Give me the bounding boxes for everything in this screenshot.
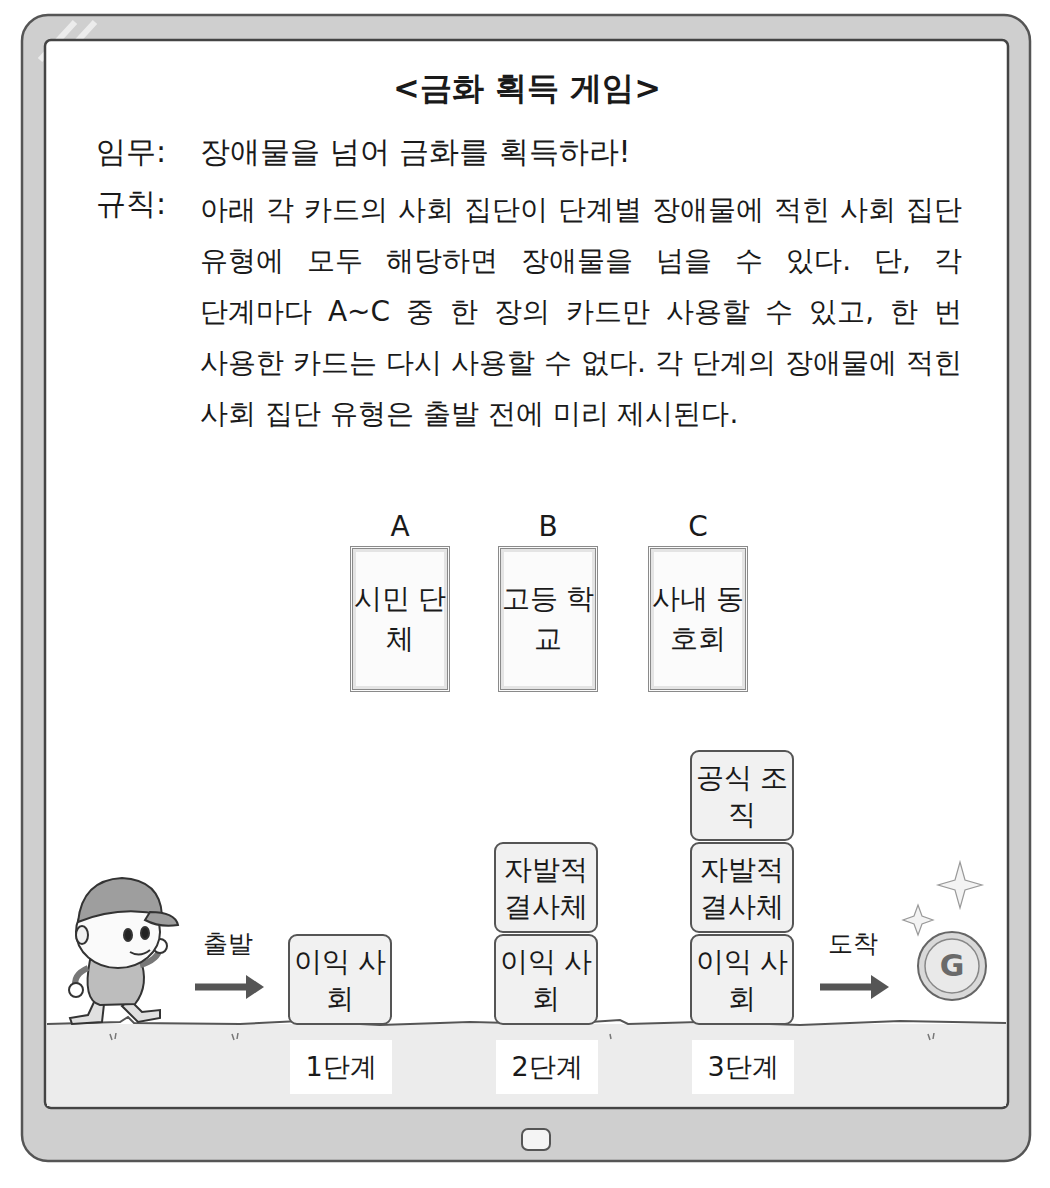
screen-panel (45, 40, 1008, 1108)
obstacle-block: 자발적 결사체 (690, 842, 794, 933)
sparkle (903, 905, 933, 935)
tablet-frame (22, 15, 1030, 1161)
card-group-name: 고등 학교 (501, 579, 595, 659)
group-card: B 고등 학교 (498, 510, 598, 692)
grass-tufts (110, 1033, 934, 1040)
card-letter: C (648, 510, 748, 546)
gold-coin (918, 932, 986, 1000)
mission-heading: 임무: (96, 132, 196, 172)
group-card: C 사내 동호회 (648, 510, 748, 692)
stage-label: 2단계 (496, 1040, 598, 1094)
arrival-arrow (820, 984, 873, 991)
stage-label: 1단계 (290, 1040, 392, 1094)
obstacle-label: 이익 사회 (692, 943, 792, 1017)
obstacle-label: 이익 사회 (496, 943, 596, 1017)
card-group-name: 사내 동호회 (651, 579, 745, 659)
arrival-label: 도착 (821, 928, 885, 960)
start-label: 출발 (196, 928, 260, 960)
mission-text: 장애물을 넘어 금화를 획득하라! (200, 132, 990, 172)
card-letter: A (350, 510, 450, 546)
group-card: A 시민 단체 (350, 510, 450, 692)
obstacle-block: 이익 사회 (288, 934, 392, 1025)
obstacle-block: 이익 사회 (690, 934, 794, 1025)
rule-text: 아래 각 카드의 사회 집단이 단계별 장애물에 적힌 사회 집단 유형에 모두… (200, 184, 962, 439)
running-character (69, 878, 178, 1024)
start-arrow-head (246, 975, 264, 999)
start-arrow (195, 984, 248, 991)
obstacle-label: 자발적 결사체 (692, 851, 792, 925)
card-frame: 사내 동호회 (648, 546, 748, 692)
obstacle-label: 이익 사회 (290, 943, 390, 1017)
stage-label: 3단계 (692, 1040, 794, 1094)
obstacle-block: 이익 사회 (494, 934, 598, 1025)
obstacle-label: 공식 조직 (692, 759, 792, 833)
ground (47, 1024, 1006, 1106)
game-title: <금화 획득 게임> (47, 66, 1007, 110)
card-group-name: 시민 단체 (353, 579, 447, 659)
home-button (522, 1129, 550, 1150)
card-letter: B (498, 510, 598, 546)
coin-rim (925, 939, 979, 993)
card-frame: 고등 학교 (498, 546, 598, 692)
obstacle-block: 자발적 결사체 (494, 842, 598, 933)
card-frame: 시민 단체 (350, 546, 450, 692)
rule-heading: 규칙: (96, 184, 196, 224)
arrival-arrow-head (871, 975, 889, 999)
coin-symbol: G (932, 948, 972, 984)
obstacle-label: 자발적 결사체 (496, 851, 596, 925)
sparkle (938, 862, 982, 908)
obstacle-block: 공식 조직 (690, 750, 794, 841)
